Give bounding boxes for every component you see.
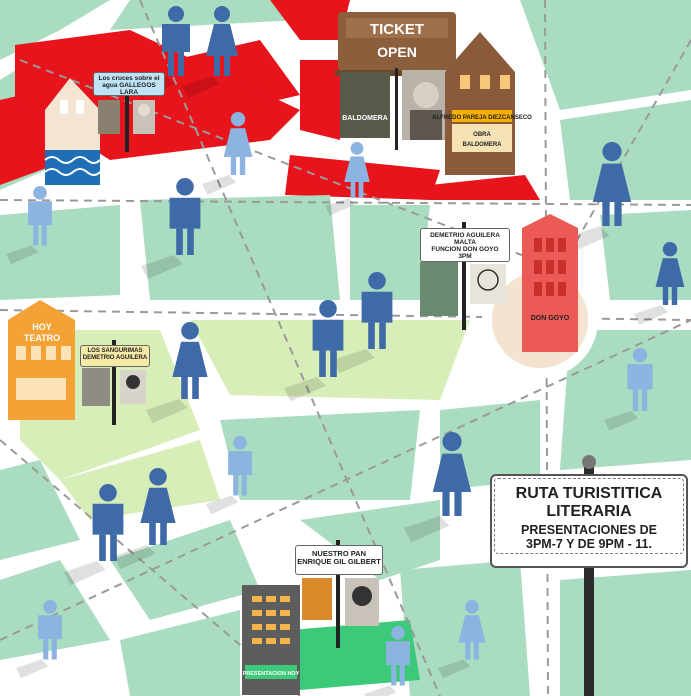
gallegos-sign-text: Los cruces sobre el agua GALLEGOS LARA [98, 75, 160, 97]
road-line [559, 39, 691, 271]
red-block [270, 0, 350, 40]
demetrio-sign-line1: DEMETRIO AGUILERA MALTA [430, 232, 500, 247]
route-schedule-line1: PRESENTACIONES DE [521, 523, 657, 537]
main-sign-pole [584, 462, 594, 696]
gil-gilbert-sign-line1: NUESTRO PAN [311, 549, 367, 558]
sangurimas-sign[interactable]: LOS SANGURIMAS DEMETRIO AGUILERA [80, 345, 150, 367]
pedestrian-figure [64, 484, 124, 586]
baldomera-obra-title: BALDOMERA [463, 142, 503, 148]
open-label: OPEN [377, 44, 417, 60]
baldomera-building: ALFREDO PAREJA DIEZCANSECO OBRA BALDOMER… [432, 32, 532, 175]
presentacion-label: PRESENTACION HOY [243, 671, 300, 677]
pedestrian-figure [333, 272, 393, 374]
gil-gilbert-stop: PRESENTACION HOY [242, 540, 379, 695]
block [110, 520, 260, 620]
pedestrian-figure [6, 186, 52, 265]
waves [45, 150, 100, 185]
sign-pole [336, 540, 340, 648]
book-cover [302, 578, 332, 620]
hoy-label: HOY [32, 322, 52, 332]
book-cover [420, 262, 458, 316]
light-block [190, 320, 470, 400]
block [560, 570, 691, 696]
block [0, 205, 120, 300]
block [560, 100, 691, 200]
block [560, 330, 691, 470]
gil-gilbert-sign-line2: ENRIQUE GIL GILBERT [297, 557, 381, 567]
sangurimas-sign-text: LOS SANGURIMAS DEMETRIO AGUILERA [82, 348, 148, 361]
light-block [60, 440, 220, 520]
green-block [290, 620, 420, 690]
pedestrian-figure [325, 142, 370, 216]
pedestrian-figure [438, 600, 486, 679]
pedestrian-figure [114, 468, 176, 570]
book-cover [340, 72, 390, 138]
gil-gilbert-sign[interactable]: NUESTRO PAN ENRIQUE GIL GILBERT [295, 545, 383, 575]
road-line [0, 199, 691, 206]
block [300, 500, 440, 580]
pedestrian-figure [141, 178, 201, 280]
demetrio-sign[interactable]: DEMETRIO AGUILERA MALTA FUNCION DON GOYO… [420, 228, 510, 262]
don-goyo-label: DON GOYO [531, 315, 570, 322]
pedestrian-figure [604, 348, 653, 431]
pedestrian-figure [146, 322, 208, 424]
baldomera-display: BALDOMERA [340, 68, 450, 150]
pedestrian-figure [364, 626, 410, 696]
route-schedule-line2: 3PM-7 Y DE 9PM - 11. [526, 537, 652, 551]
block [0, 460, 80, 560]
road-line [0, 319, 691, 641]
block [350, 205, 430, 300]
sign-pole [112, 340, 116, 425]
pedestrian-figure [284, 300, 344, 402]
block [220, 410, 420, 500]
teatro-label: TEATRO [24, 333, 60, 343]
route-title-line1: RUTA TURISTITICA [515, 485, 663, 502]
road-line [139, 0, 441, 696]
gallegos-sign[interactable]: Los cruces sobre el agua GALLEGOS LARA [93, 72, 165, 96]
hoy-teatro-building: HOY TEATRO [8, 300, 75, 420]
sign-pole [125, 72, 129, 152]
demetrio-sign-line3: 3PM [458, 253, 472, 261]
sign-pole [462, 222, 466, 330]
don-goyo-building: DON GOYO [522, 214, 578, 352]
pedestrian-figure [206, 436, 252, 515]
pedestrian-figure [634, 242, 685, 325]
road-line [544, 0, 549, 696]
demetrio-sign-line2: FUNCION DON GOYO [431, 246, 499, 254]
ticket-booth[interactable]: TICKET OPEN [335, 12, 459, 76]
ticket-label: TICKET [370, 21, 424, 38]
red-block [430, 175, 540, 200]
demetrio-stop [420, 222, 506, 330]
pedestrian-figure [182, 6, 238, 98]
pedestrian-figure [404, 432, 472, 543]
sangurimas-stop [82, 340, 146, 425]
main-route-sign[interactable]: RUTA TURISTITICA LITERARIA PRESENTACIONE… [490, 474, 688, 568]
baldomera-obra: OBRA [473, 132, 491, 138]
pedestrian-figure [202, 112, 253, 195]
pedestrian-figure [16, 600, 62, 679]
baldomera-author: ALFREDO PAREJA DIEZCANSECO [432, 115, 532, 121]
route-title-line2: LITERARIA [546, 503, 632, 520]
pole-cap [582, 455, 596, 469]
book-title: BALDOMERA [342, 115, 388, 122]
red-block [300, 60, 340, 140]
gallegos-stop [44, 72, 155, 185]
block [520, 0, 691, 110]
pedestrians [6, 6, 685, 696]
block [120, 610, 240, 696]
book-cover [98, 100, 120, 134]
book-cover [82, 368, 110, 406]
